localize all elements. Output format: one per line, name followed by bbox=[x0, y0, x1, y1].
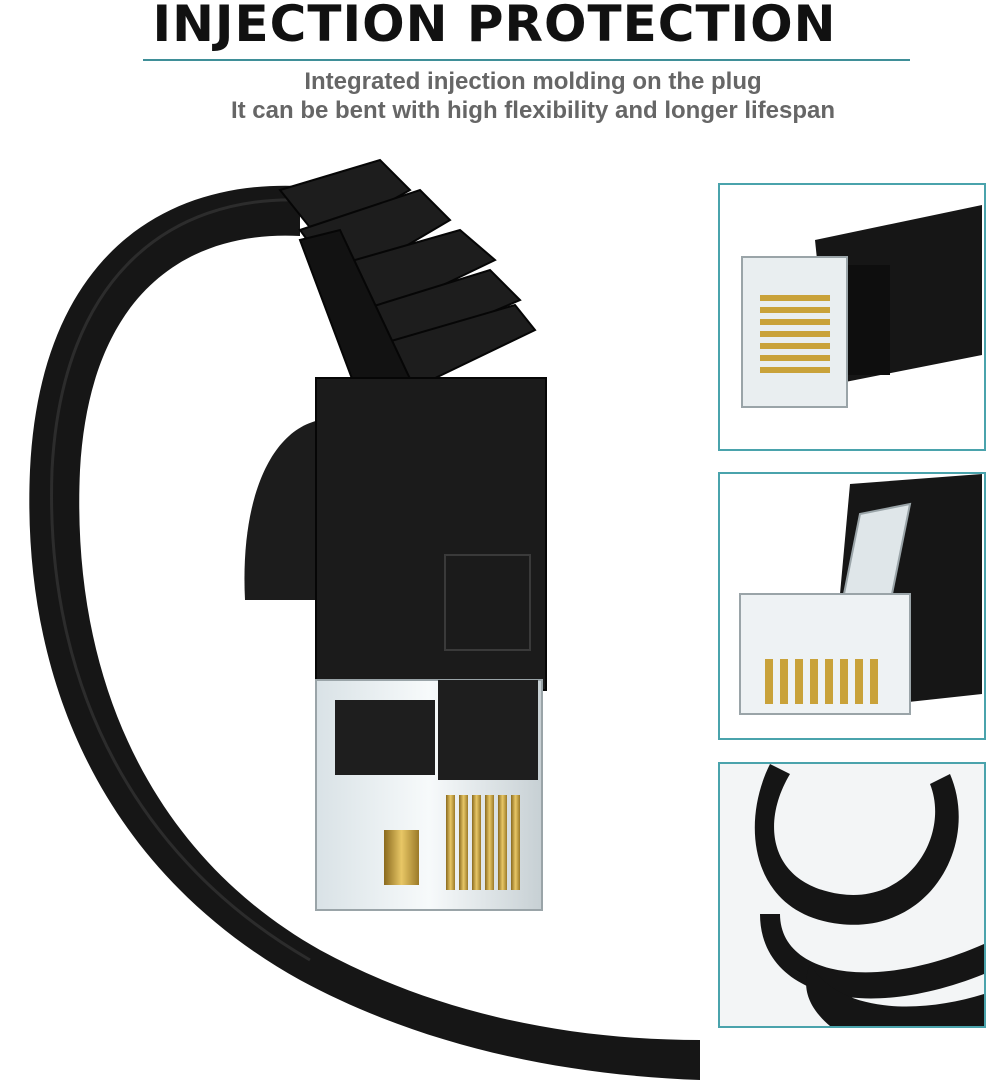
plug-body bbox=[315, 377, 547, 691]
subtitle-line-2: It can be bent with high flexibility and… bbox=[230, 97, 836, 124]
hero-cable-image bbox=[29, 158, 700, 1080]
detail-panel-side bbox=[718, 183, 986, 451]
detail-image-1 bbox=[741, 205, 982, 408]
rj45-head bbox=[315, 679, 543, 911]
detail-panel-coil bbox=[718, 762, 986, 1028]
subtitle-line-1: Integrated injection molding on the plug bbox=[304, 68, 762, 95]
title-underline bbox=[143, 59, 910, 61]
detail-panel-front bbox=[718, 472, 986, 740]
flat-cable-loop bbox=[29, 185, 700, 1080]
detail-image-3 bbox=[720, 764, 984, 1026]
page-title: INJECTION PROTECTION bbox=[152, 0, 837, 53]
strain-relief-boot bbox=[278, 158, 537, 401]
detail-image-2 bbox=[739, 474, 982, 715]
